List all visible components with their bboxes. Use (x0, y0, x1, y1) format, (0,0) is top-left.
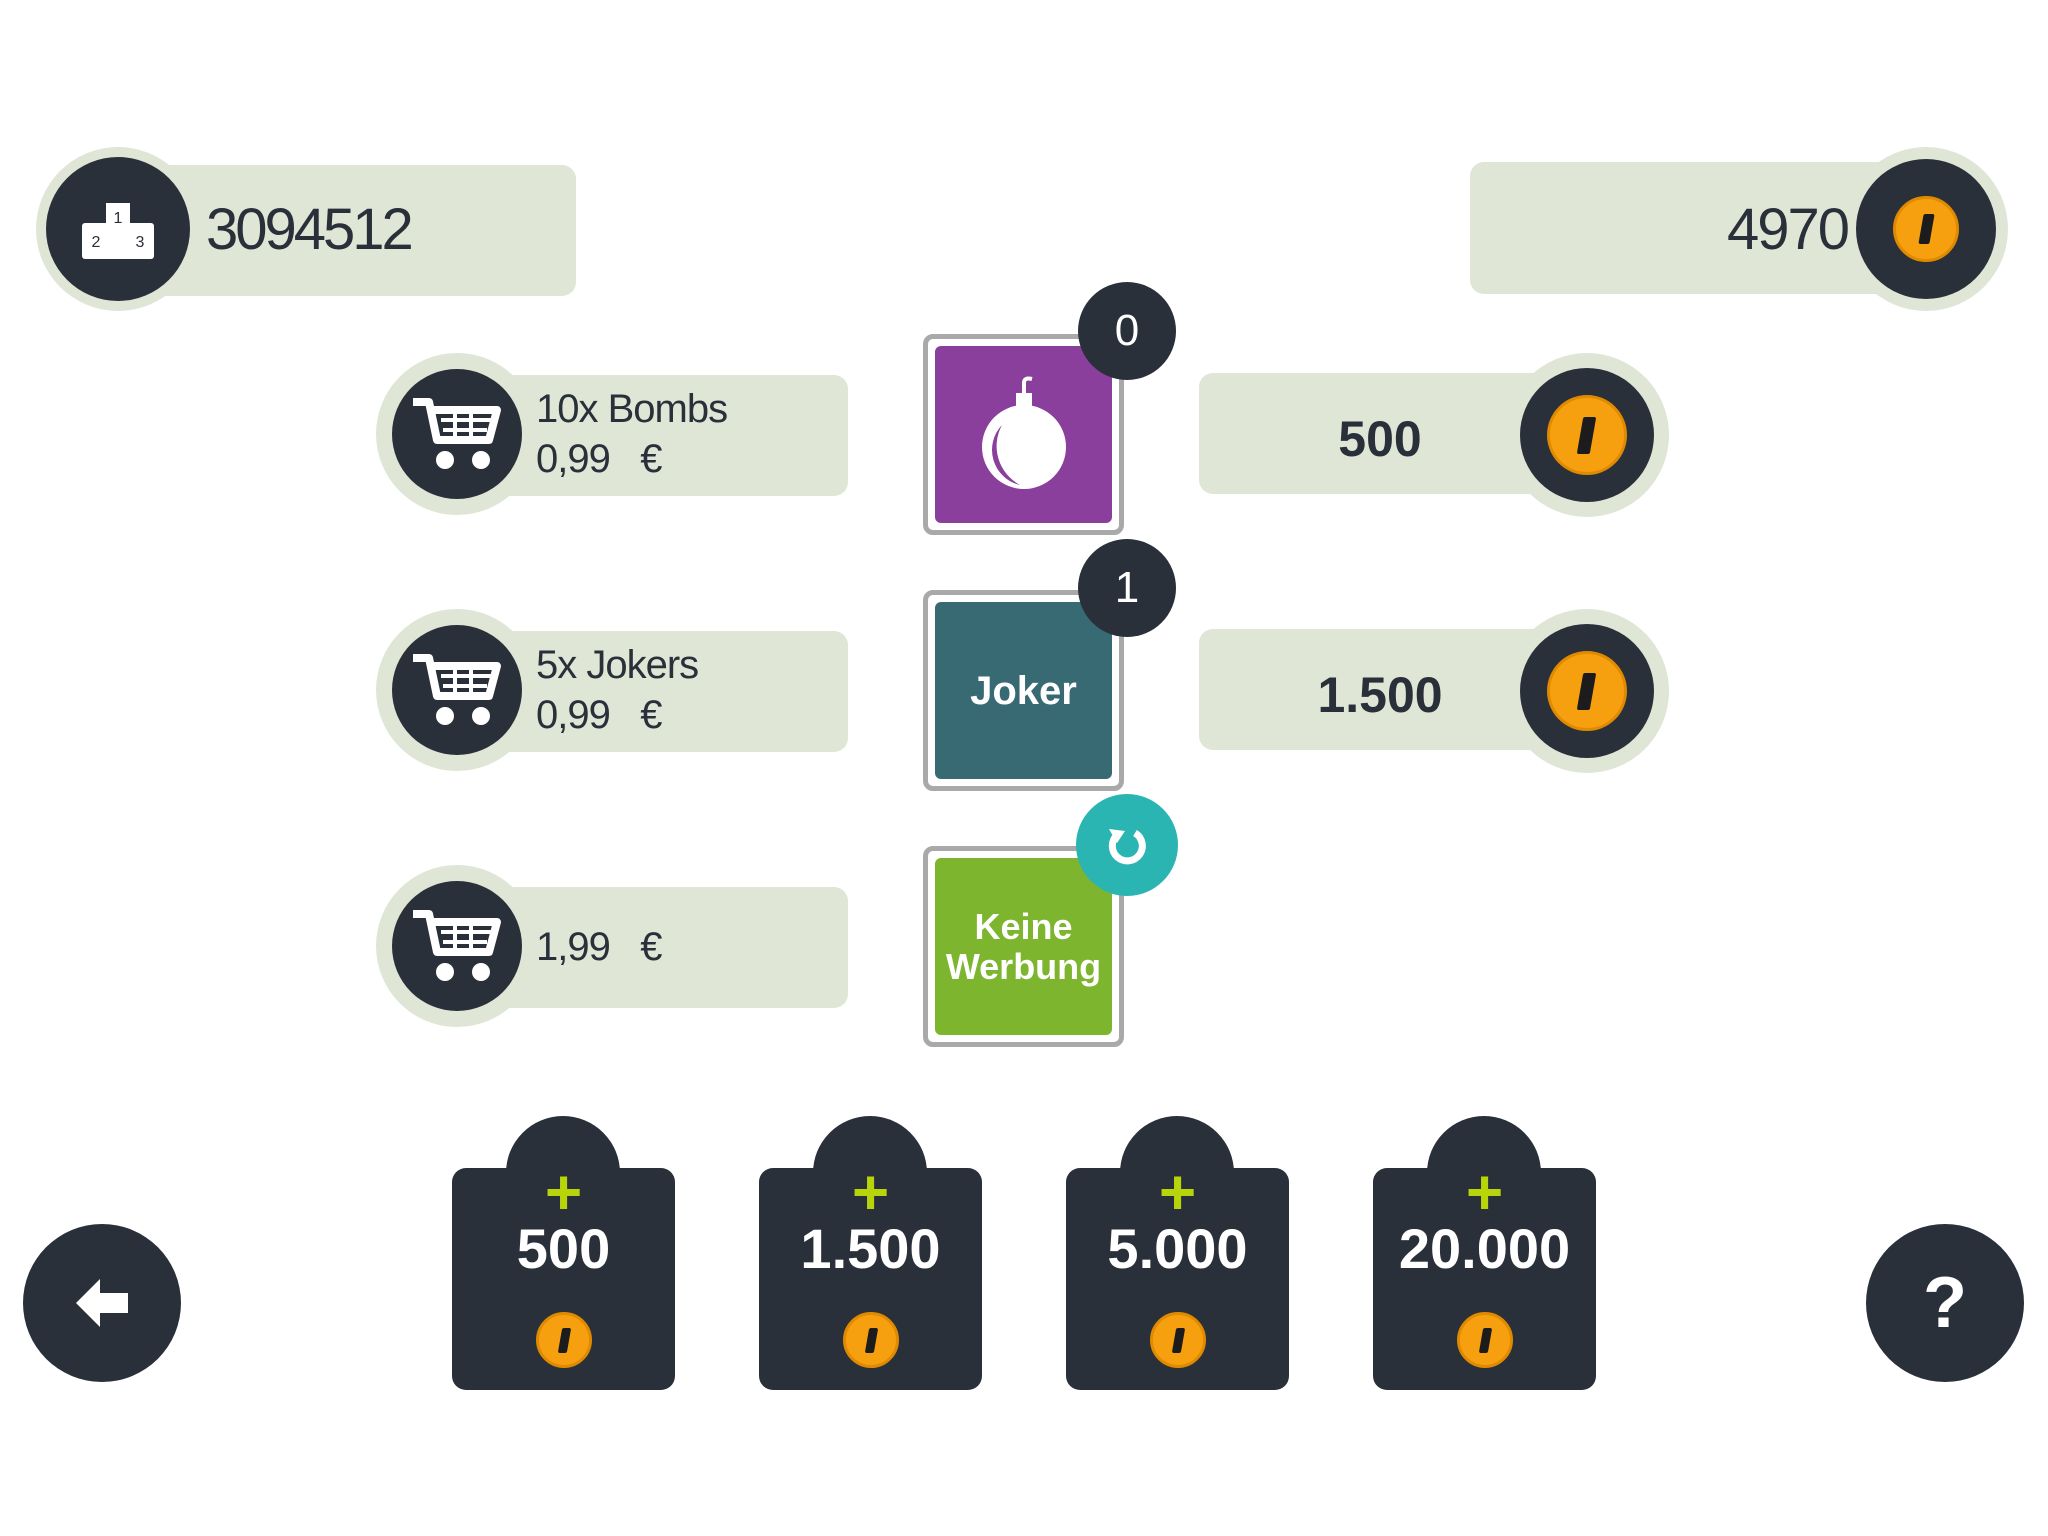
pack-amount: 500 (516, 1217, 611, 1280)
coin-icon (1547, 395, 1627, 475)
svg-text:2: 2 (92, 234, 101, 251)
coin-pack-5000[interactable]: +5.000 (1066, 1116, 1289, 1390)
shop-item-price: 0,99 (536, 693, 611, 737)
no-ads-label-2: Werbung (945, 945, 1102, 987)
bomb-icon (935, 346, 1112, 523)
back-button[interactable] (23, 1224, 181, 1382)
pack-amount: 20.000 (1398, 1217, 1571, 1280)
shop-item-price: 0,99 (536, 437, 611, 481)
help-button[interactable]: ? (1866, 1224, 2024, 1382)
powerup-bomb[interactable] (923, 334, 1124, 535)
arrow-left-icon (76, 1279, 128, 1327)
currency: € (640, 437, 662, 481)
coin-icon (1150, 1312, 1206, 1368)
coin-pack-500[interactable]: +500 (452, 1116, 675, 1390)
coin-icon (843, 1312, 899, 1368)
pack-amount: 5.000 (1107, 1217, 1248, 1280)
cart-icon (392, 881, 522, 1011)
plus-icon: + (851, 1156, 890, 1228)
cart-icon (392, 369, 522, 499)
currency: € (640, 925, 662, 969)
score-value: 3094512 (206, 197, 414, 262)
svg-text:1: 1 (114, 210, 123, 227)
no-ads-label-1: Keine (974, 905, 1073, 947)
powerup-joker[interactable]: Joker (923, 590, 1124, 791)
svg-text:3: 3 (136, 234, 145, 251)
coin-icon (536, 1312, 592, 1368)
cart-icon (392, 625, 522, 755)
coin-icon (1893, 196, 1959, 262)
bomb-count-badge: 0 (1078, 282, 1176, 380)
coin-pack-1500[interactable]: +1.500 (759, 1116, 982, 1390)
pack-amount: 1.500 (800, 1217, 941, 1280)
coin-icon (1547, 651, 1627, 731)
shop-item-title: 5x Jokers (536, 643, 699, 687)
joker-label: Joker (935, 602, 1112, 779)
shop-item-price: 1,99 (536, 925, 611, 969)
joker-coin-price: 1.500 (1317, 667, 1443, 723)
plus-icon: + (544, 1156, 583, 1228)
restore-icon[interactable] (1076, 794, 1178, 896)
help-label: ? (1923, 1263, 1967, 1343)
joker-count-badge: 1 (1078, 539, 1176, 637)
coin-icon (1457, 1312, 1513, 1368)
plus-icon: + (1465, 1156, 1504, 1228)
coin-balance-value: 4970 (1726, 197, 1850, 262)
plus-icon: + (1158, 1156, 1197, 1228)
shop-item-title: 10x Bombs (536, 387, 728, 431)
currency: € (640, 693, 662, 737)
bomb-coin-price: 500 (1338, 411, 1422, 467)
coin-pack-20000[interactable]: +20.000 (1373, 1116, 1596, 1390)
